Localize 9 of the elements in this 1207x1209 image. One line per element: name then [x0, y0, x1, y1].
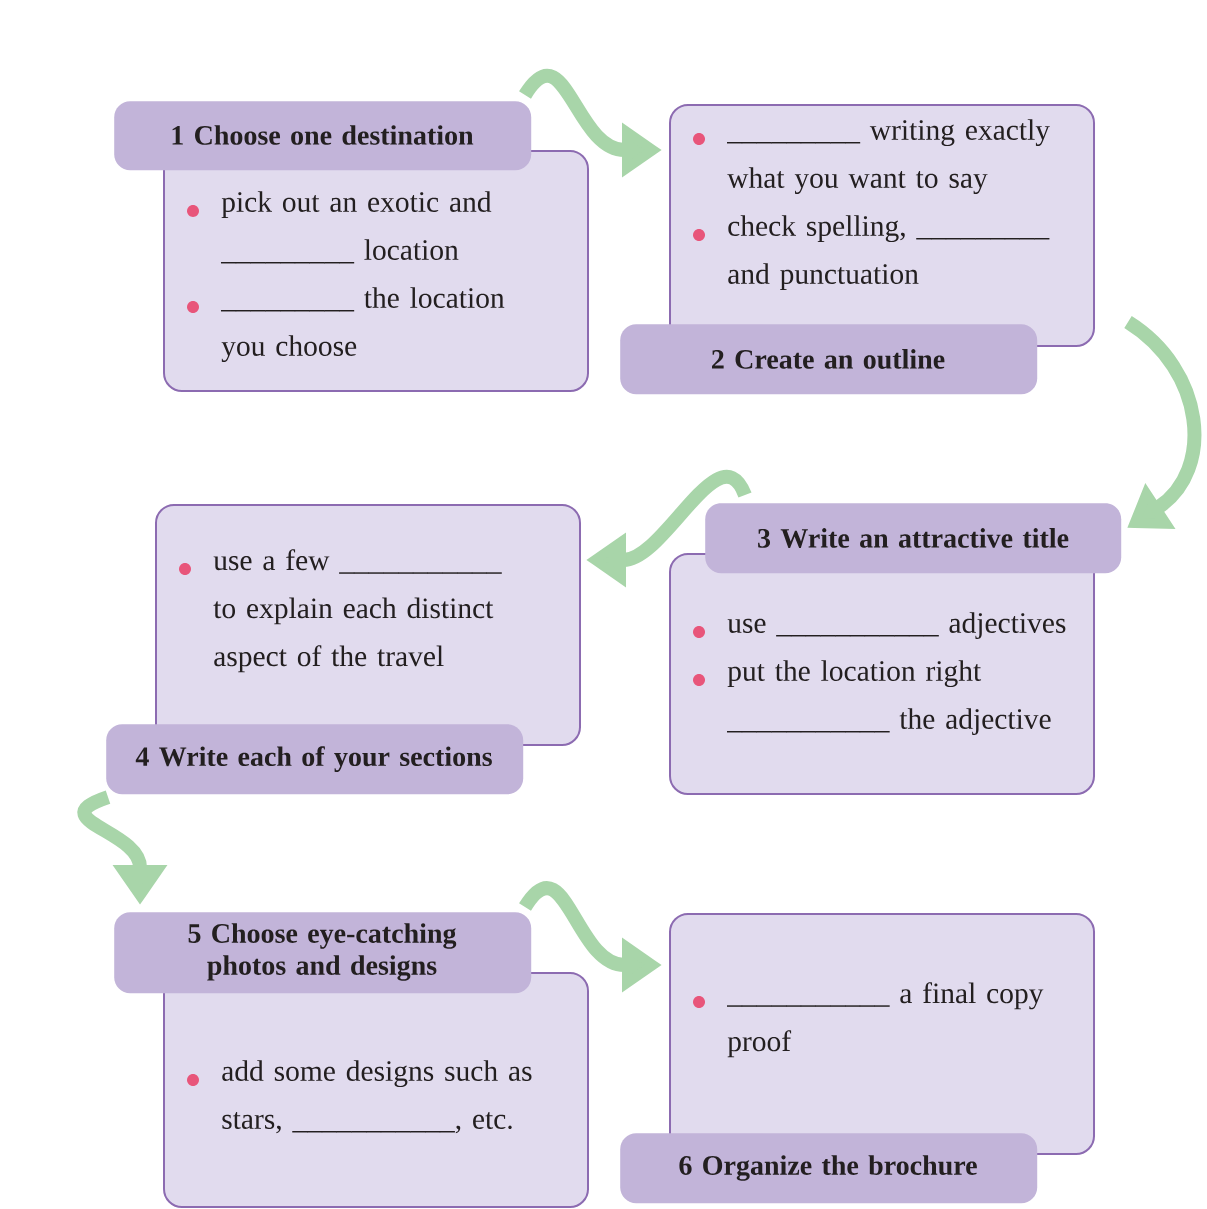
bullet-text: pick out an exotic and _________ location: [220, 191, 492, 264]
bullet-text: use a few ___________ to explain each distinct aspect of the travel: [213, 549, 502, 673]
bullet-text: use ___________ adjectives: [727, 612, 1066, 639]
bullet-text: ___________ a final copy proof: [726, 982, 1044, 1058]
bullet-text: put the location right ___________ the adjective: [726, 660, 1051, 735]
bullet-text: add some designs such as stars, ___________, etc.: [222, 1060, 532, 1134]
curved-arrow: [1123, 316, 1202, 529]
bullet-text: _________ the location you choose: [220, 287, 505, 363]
bullet-text: check spelling, _________ and punctuation: [728, 215, 1050, 290]
